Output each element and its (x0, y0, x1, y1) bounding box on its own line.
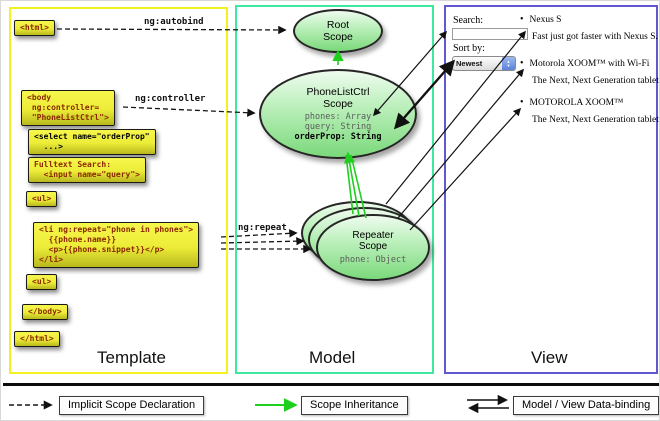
repeater-scope-title: Repeater Scope (352, 229, 394, 253)
ng-autobind-label: ng:autobind (144, 17, 204, 27)
sort-dropdown[interactable]: Newest ▲▼ (452, 56, 516, 71)
root-scope-ellipse: Root Scope (293, 9, 383, 53)
phone-list-item-desc: The Next, Next Generation tablet. (532, 76, 660, 86)
search-label: Search: (453, 15, 483, 26)
model-column (235, 5, 434, 374)
code-html-close: </html> (14, 331, 60, 347)
phone-list-item-desc: The Next, Next Generation tablet. (532, 115, 660, 125)
code-html-open: <html> (14, 20, 55, 36)
phone-list-item-title: •Motorola XOOM™ with Wi-Fi (520, 58, 650, 69)
code-select: <select name="orderProp" ...> (28, 129, 156, 155)
phonelistctrl-scope-ellipse: PhoneListCtrl Scope phones: Array query:… (259, 69, 417, 159)
legend-implicit-scope: Implicit Scope Declaration (59, 396, 205, 415)
phone-list-item-title: •MOTOROLA XOOM™ (520, 97, 624, 108)
template-column-label: Template (97, 348, 166, 367)
phonelistctrl-scope-title: PhoneListCtrl Scope (306, 85, 370, 110)
sort-by-label: Sort by: (453, 43, 485, 54)
ng-controller-label: ng:controller (135, 94, 206, 104)
phonelistctrl-scope-props: phones: Array query: String (304, 111, 372, 132)
phone-list-item-desc: Fast just got faster with Nexus S. (532, 32, 658, 42)
legend-divider (3, 383, 659, 386)
sort-dropdown-value: Newest (456, 59, 483, 68)
phonelistctrl-scope-orderprop: orderProp: String (294, 132, 382, 143)
code-ul-close: <ul> (26, 274, 58, 290)
ng-repeat-label: ng:repeat (238, 223, 287, 233)
view-column-label: View (531, 348, 568, 367)
bullet-icon: • (520, 58, 524, 69)
repeater-scope-prop: phone: Object (339, 254, 407, 265)
bullet-icon: • (520, 97, 524, 108)
legend-scope-inheritance: Scope Inheritance (301, 396, 408, 415)
root-scope-title: Root Scope (323, 18, 353, 43)
code-ul-open: <ul> (26, 191, 58, 207)
code-body-open: <body ng:controller= "PhoneListCtrl"> (21, 90, 115, 126)
dropdown-stepper-icon: ▲▼ (502, 57, 515, 70)
code-li-repeat: <li ng:repeat="phone in phones"> {{phone… (33, 222, 200, 268)
repeater-scope-ellipse: Repeater Scope phone: Object (316, 214, 430, 281)
search-input[interactable] (452, 28, 528, 40)
code-fulltext-search: Fulltext Search: <input name="query"> (28, 157, 146, 183)
bullet-icon: • (520, 14, 524, 25)
legend-data-binding: Model / View Data-binding (513, 396, 659, 415)
code-body-close: </body> (22, 304, 68, 320)
model-column-label: Model (309, 348, 356, 367)
phone-list-item-title: •Nexus S (520, 14, 562, 25)
